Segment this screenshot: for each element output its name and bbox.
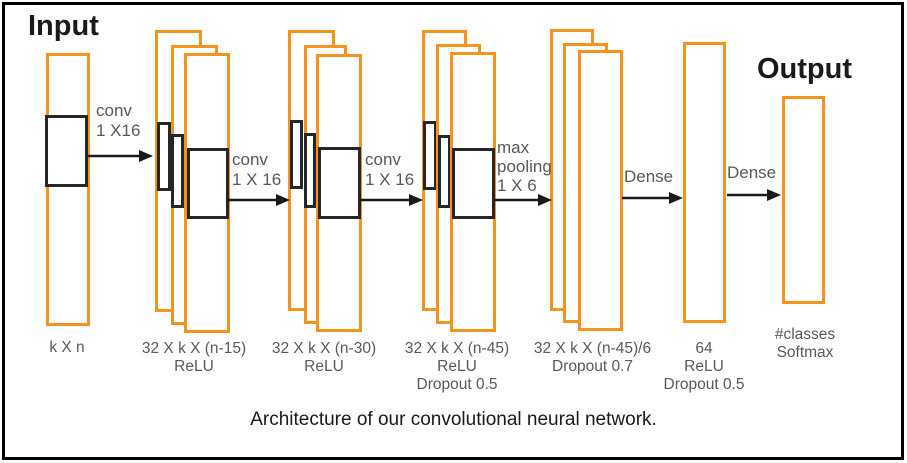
output-layer-label: #classes Softmax [755,326,855,362]
figure-caption: Architecture of our convolutional neural… [250,409,657,430]
dense2-arrow-label: Dense [727,163,776,183]
dense2-label-line1: Dense [727,163,777,182]
conv1-dims: 32 X k X (n-15) [141,340,247,357]
dense1-label-line1: Dense [624,167,674,186]
pooled-feature-map-front [578,50,623,331]
conv3-activation: ReLU [437,358,477,375]
conv3-kernel-window-mid [304,133,316,208]
conv3-dims: 32 X k X (n-45) [404,340,510,357]
dense-units: 64 [695,340,713,357]
conv2-label-line1: conv [232,150,268,169]
conv1-label-line2: 1 X16 [96,121,141,140]
conv3-kernel-window-back [290,120,303,189]
conv2-kernel-window-back [157,122,171,191]
conv3-kernel-window-front [318,147,361,219]
input-title: Input [28,10,99,42]
conv3-label-line1: conv [365,150,401,169]
conv3-arrow-label: conv 1 X 16 [365,150,414,190]
conv1-label-line1: conv [96,101,132,120]
conv1-kernel-window [45,115,88,187]
output-title: Output [757,53,853,85]
dense-layer-label: 64 ReLU Dropout 0.5 [648,340,760,394]
output-classes: #classes [774,326,836,343]
pool-window-front [452,148,495,219]
pool-window-mid [438,135,451,208]
dense1-arrow-label: Dense [624,167,673,187]
conv3-label-line2: 1 X 16 [365,170,415,189]
input-layer-label: k X n [27,339,107,357]
dense-layer-rect [683,42,726,323]
dense-dropout: Dropout 0.5 [663,376,745,393]
maxpool-label-line1: max [497,138,530,157]
conv-layer-3-label: 32 X k X (n-45) ReLU Dropout 0.5 [397,340,517,394]
maxpool-label-line2: pooling [497,157,552,176]
output-layer-rect [782,96,825,304]
pool-dims: 32 X k X (n-45)/6 [533,340,652,357]
input-dims: k X n [49,339,85,356]
conv2-activation: ReLU [304,358,344,375]
conv3-dropout: Dropout 0.5 [416,376,498,393]
pool-window-back [423,121,437,190]
conv2-dims: 32 X k X (n-30) [271,340,377,357]
maxpool-label-line3: 1 X 6 [497,176,537,195]
conv2-arrow-label: conv 1 X 16 [232,150,281,190]
conv-layer-2-label: 32 X k X (n-30) ReLU [264,340,384,376]
pooling-layer-label: 32 X k X (n-45)/6 Dropout 0.7 [530,340,655,376]
conv2-label-line2: 1 X 16 [232,170,282,189]
maxpool-arrow-label: max pooling 1 X 6 [497,138,552,195]
conv1-arrow-label: conv 1 X16 [96,101,140,141]
output-activation: Softmax [776,344,834,361]
input-layer-rect [46,53,90,326]
conv-layer-1-label: 32 X k X (n-15) ReLU [134,340,254,376]
dense-activation: ReLU [684,358,724,375]
conv1-activation: ReLU [174,358,214,375]
conv2-kernel-window-mid [171,134,184,208]
conv2-kernel-window-front [187,148,229,219]
pool-dropout: Dropout 0.7 [552,358,633,375]
